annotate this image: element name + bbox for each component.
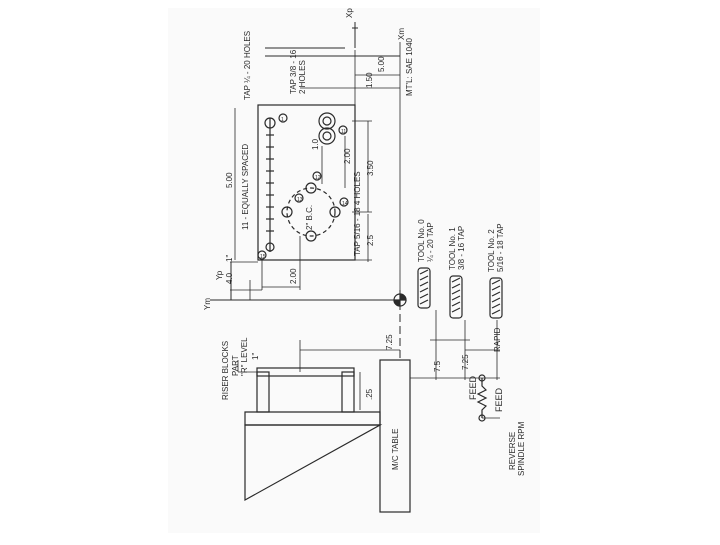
- dim-1-0: 1.0: [311, 138, 320, 150]
- tool-0-label-l2: ¼ - 20 TAP: [426, 222, 435, 262]
- dim-1-inch-side: 1": [251, 353, 260, 360]
- side-view-labels: RISER BLOCKS PART "R" LEVEL 1" 7.25 7.5 …: [221, 327, 526, 476]
- tap-3-8-label-l1: TAP 3/8 - 16: [289, 49, 298, 94]
- hole-label: 11: [341, 129, 346, 135]
- tool-1-shape: [449, 275, 463, 319]
- riser-block-b: [341, 371, 355, 413]
- hole-number-labels: 1 11 12 13 14 15: [260, 117, 348, 260]
- r-level-label: "R" LEVEL: [240, 337, 249, 376]
- tool-2-label-l1: TOOL No. 2: [487, 229, 496, 272]
- tool-labels: TOOL No. 0 ¼ - 20 TAP TOOL No. 1 3/8 - 1…: [417, 219, 505, 272]
- riser-block-a: [256, 371, 270, 413]
- riser-blocks-label: RISER BLOCKS: [221, 341, 230, 400]
- tap-5-16-label: TAP 5/16 - 18 4 HOLES: [353, 171, 362, 256]
- axis-yp-label: Yp: [215, 270, 224, 280]
- tap-3-8-hole-b: [318, 127, 336, 145]
- bolt-circle-label: 2" B.C.: [305, 205, 314, 230]
- tool-2-shape: [489, 277, 503, 319]
- dim-2-00-left: 2.00: [289, 268, 298, 284]
- hole-label: 12: [315, 175, 321, 181]
- reverse-label: REVERSE: [508, 432, 517, 470]
- machine-table: [379, 359, 411, 513]
- equally-spaced-label: 11 - EQUALLY SPACED: [241, 144, 250, 230]
- axis-xp-label: Xp: [345, 8, 354, 18]
- axis-xm-label: Xm: [397, 28, 406, 40]
- axis-ym-label: Ym: [203, 298, 212, 310]
- spindle-rpm-label: SPINDLE RPM: [517, 421, 526, 476]
- dim-2-5: 2.5: [366, 234, 375, 246]
- bolt-circle: [286, 187, 336, 237]
- tool-0-shape: [417, 267, 431, 309]
- rapid-label: RAPID: [493, 327, 502, 352]
- dim-7-25-a: 7.25: [385, 334, 394, 350]
- dim-7-25-b: 7.25: [461, 354, 470, 370]
- dim-5-00: 5.00: [225, 172, 234, 188]
- part-outline: [257, 104, 356, 261]
- part-label: PART: [231, 355, 240, 376]
- feed-zigzag: [476, 378, 488, 418]
- dim-1-inch: 1": [225, 255, 234, 262]
- tap-3-8-hole-a: [318, 112, 336, 130]
- dim-4-0: 4.0: [225, 272, 234, 284]
- bc-hole-top: [305, 182, 317, 194]
- tool-1-label-l2: 3/8 - 16 TAP: [457, 226, 466, 270]
- part-view-labels: TAP ¼ - 20 HOLES TAP 3/8 - 16 2 HOLES TA…: [203, 8, 414, 310]
- mc-table-label: M/C TABLE: [391, 429, 400, 471]
- dim-25: .25: [365, 388, 374, 400]
- tap-quarter-label: TAP ¼ - 20 HOLES: [243, 31, 252, 100]
- dim-5-00-top: 5.00: [377, 56, 386, 72]
- tap-hole-row: [264, 117, 276, 252]
- dim-3-50: 3.50: [366, 160, 375, 176]
- bc-hole-bottom: [305, 230, 317, 242]
- hole-label: 1: [281, 117, 284, 123]
- hole-label: 13: [297, 197, 303, 203]
- tool-1-label-l1: TOOL No. 1: [448, 227, 457, 270]
- tool-2-label-l2: 5/16 - 18 TAP: [496, 223, 505, 272]
- hole-label: 15: [260, 254, 266, 260]
- feed-label-a: FEED: [468, 375, 478, 400]
- bc-hole-right: [329, 206, 341, 218]
- dim-7-5: 7.5: [433, 360, 442, 372]
- paper-sheet: [168, 8, 540, 533]
- tool-0-label-l1: TOOL No. 0: [417, 219, 426, 262]
- dim-2-00-mid: 2.00: [343, 148, 352, 164]
- material-label: MT'L: SAE 1040: [405, 37, 414, 96]
- hole-label: 14: [342, 201, 348, 207]
- dim-1-50: 1.50: [365, 72, 374, 88]
- bc-hole-left: [281, 206, 293, 218]
- feed-label-b: FEED: [494, 387, 504, 412]
- tap-3-8-label-l2: 2 HOLES: [298, 60, 307, 94]
